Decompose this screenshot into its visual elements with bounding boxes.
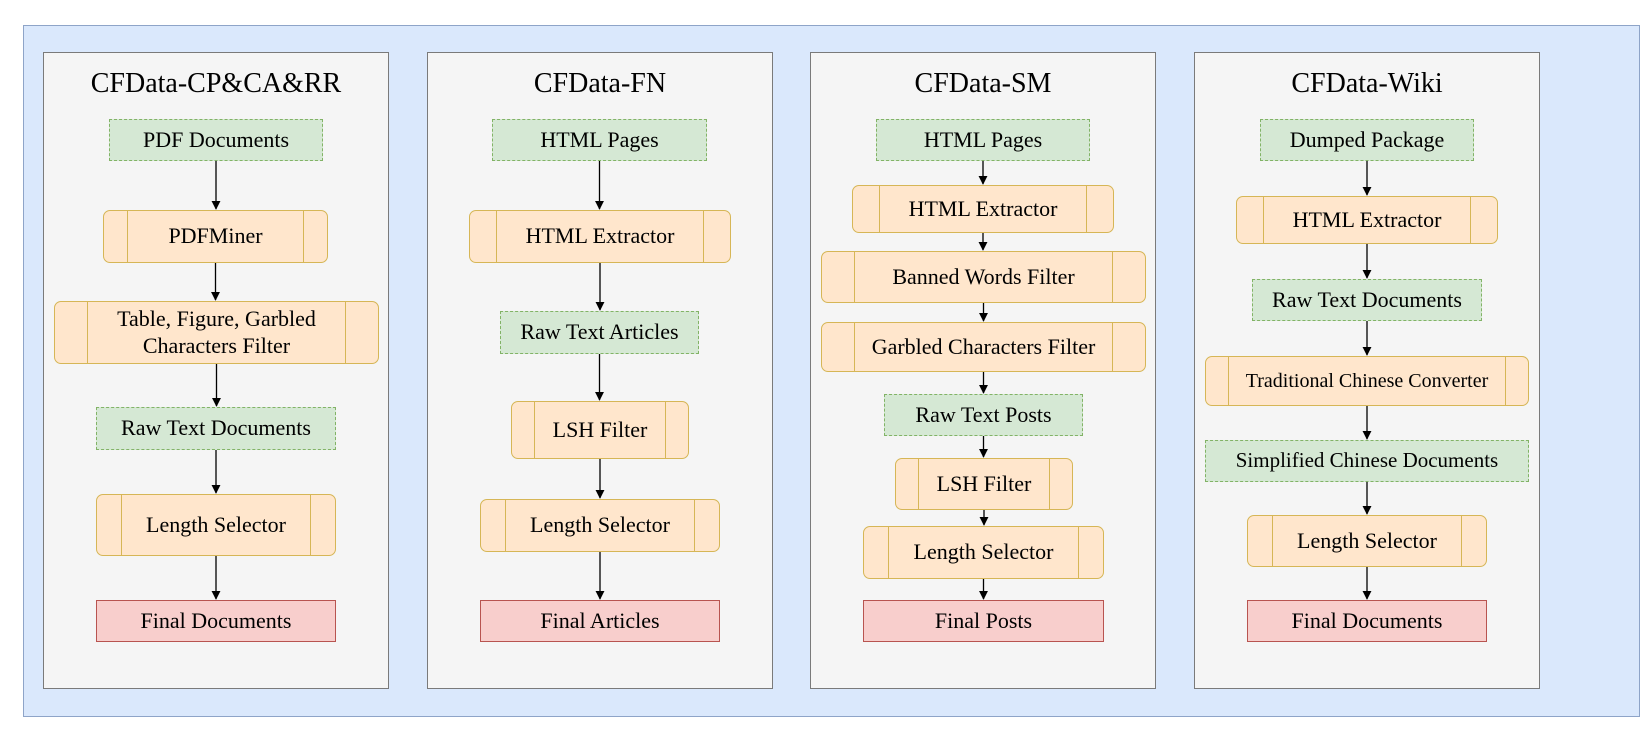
node-html-pages: HTML Pages <box>876 119 1090 161</box>
node-raw-text-posts: Raw Text Posts <box>884 394 1083 436</box>
node-garbled-characters-filter: Garbled Characters Filter <box>821 322 1146 372</box>
node-dumped-package: Dumped Package <box>1260 119 1474 161</box>
node-pdf-documents: PDF Documents <box>109 119 323 161</box>
node-raw-text-documents: Raw Text Documents <box>96 407 336 450</box>
node-length-selector: Length Selector <box>863 526 1104 579</box>
node-raw-text-articles: Raw Text Articles <box>500 311 699 354</box>
panel-title: CFData-Wiki <box>1291 68 1443 99</box>
panel-title: CFData-SM <box>914 68 1052 99</box>
node-length-selector: Length Selector <box>480 499 720 552</box>
node-table-figure-garbled-filter: Table, Figure, Garbled Characters Filter <box>54 301 379 364</box>
node-length-selector: Length Selector <box>96 494 336 556</box>
node-html-extractor: HTML Extractor <box>469 210 731 263</box>
node-html-extractor: HTML Extractor <box>1236 196 1498 244</box>
panel-title: CFData-CP&CA&RR <box>90 68 342 99</box>
panel-title: CFData-FN <box>533 68 667 99</box>
node-length-selector: Length Selector <box>1247 515 1487 567</box>
node-final-posts: Final Posts <box>863 600 1104 642</box>
node-final-documents: Final Documents <box>1247 600 1487 642</box>
node-traditional-chinese-converter: Traditional Chinese Converter <box>1205 356 1529 406</box>
node-banned-words-filter: Banned Words Filter <box>821 251 1146 303</box>
node-lsh-filter: LSH Filter <box>511 401 689 459</box>
node-lsh-filter: LSH Filter <box>895 458 1073 510</box>
node-simplified-chinese-documents: Simplified Chinese Documents <box>1205 440 1529 482</box>
node-pdfminer: PDFMiner <box>103 210 328 263</box>
node-final-documents: Final Documents <box>96 600 336 642</box>
node-html-extractor: HTML Extractor <box>852 185 1114 233</box>
node-raw-text-documents: Raw Text Documents <box>1252 279 1482 321</box>
node-final-articles: Final Articles <box>480 600 720 642</box>
node-html-pages: HTML Pages <box>492 119 707 161</box>
